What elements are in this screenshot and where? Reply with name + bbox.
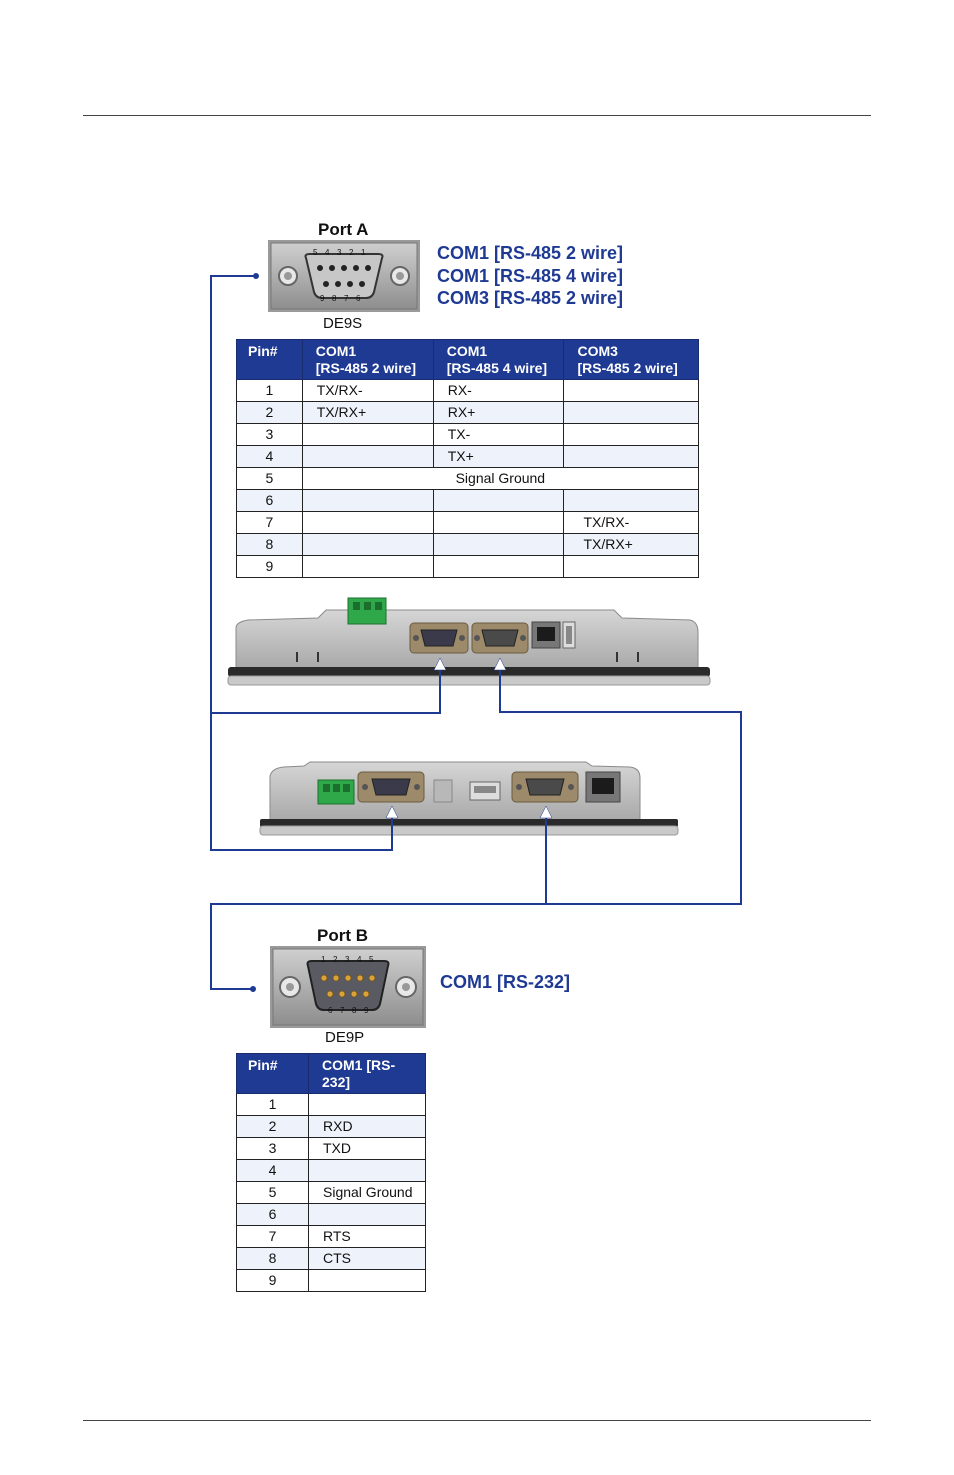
table-row: 4: [236, 1159, 426, 1182]
header-pin: Pin#: [236, 339, 303, 380]
header-com1-rs232: COM1 [RS-232]: [308, 1053, 426, 1094]
device-top-view: [227, 597, 711, 686]
table-header-row: Pin# COM1 [RS-232]: [236, 1053, 426, 1094]
table-row: 6: [236, 1203, 426, 1226]
terminal-block-icon: [317, 779, 355, 805]
header-com1-4wire: COM1[RS-485 4 wire]: [432, 339, 565, 380]
header-pin: Pin#: [236, 1053, 309, 1094]
port-a-connector-type: DE9S: [323, 315, 363, 332]
usb-port-icon: [562, 621, 576, 649]
port-b-title: Port B: [317, 926, 368, 945]
table-row: 9: [236, 1269, 426, 1292]
de9-female-connector: [357, 771, 425, 803]
port-a-pin-table: Pin# COM1[RS-485 2 wire] COM1[RS-485 4 w…: [236, 339, 700, 578]
header-com3-2wire: COM3[RS-485 2 wire]: [563, 339, 699, 380]
arrow-icons: [385, 657, 553, 819]
footer-rule: [83, 1420, 871, 1421]
port-b-com-labels: COM1 [RS-232]: [440, 972, 571, 992]
de9s-connector-icon: [268, 240, 420, 312]
device-bottom-view: [259, 761, 679, 836]
table-row: 1: [236, 1093, 426, 1116]
terminal-block-icon: [347, 597, 387, 625]
table-row: 6: [236, 489, 699, 512]
port-b-connector-type: DE9P: [325, 1029, 365, 1046]
header-rule: [83, 115, 871, 116]
port-b-wire: [210, 665, 742, 990]
de9-male-connector: [511, 771, 579, 803]
rj45-port-icon: [531, 621, 561, 649]
de9-female-connector: [409, 622, 469, 654]
header-com1-2wire: COM1[RS-485 2 wire]: [301, 339, 434, 380]
de9p-connector-icon: [270, 946, 426, 1028]
table-row: 9: [236, 555, 699, 578]
port-a-com-labels: COM1 [RS-485 2 wire] COM1 [RS-485 4 wire…: [437, 243, 624, 308]
port-a-title: Port A: [318, 220, 369, 239]
table-header-row: Pin# COM1[RS-485 2 wire] COM1[RS-485 4 w…: [236, 339, 699, 380]
usb-port-icon: [469, 781, 501, 801]
de9-male-connector: [471, 622, 529, 654]
rj45-port-icon: [585, 771, 621, 803]
port-a-wire: [210, 275, 441, 851]
